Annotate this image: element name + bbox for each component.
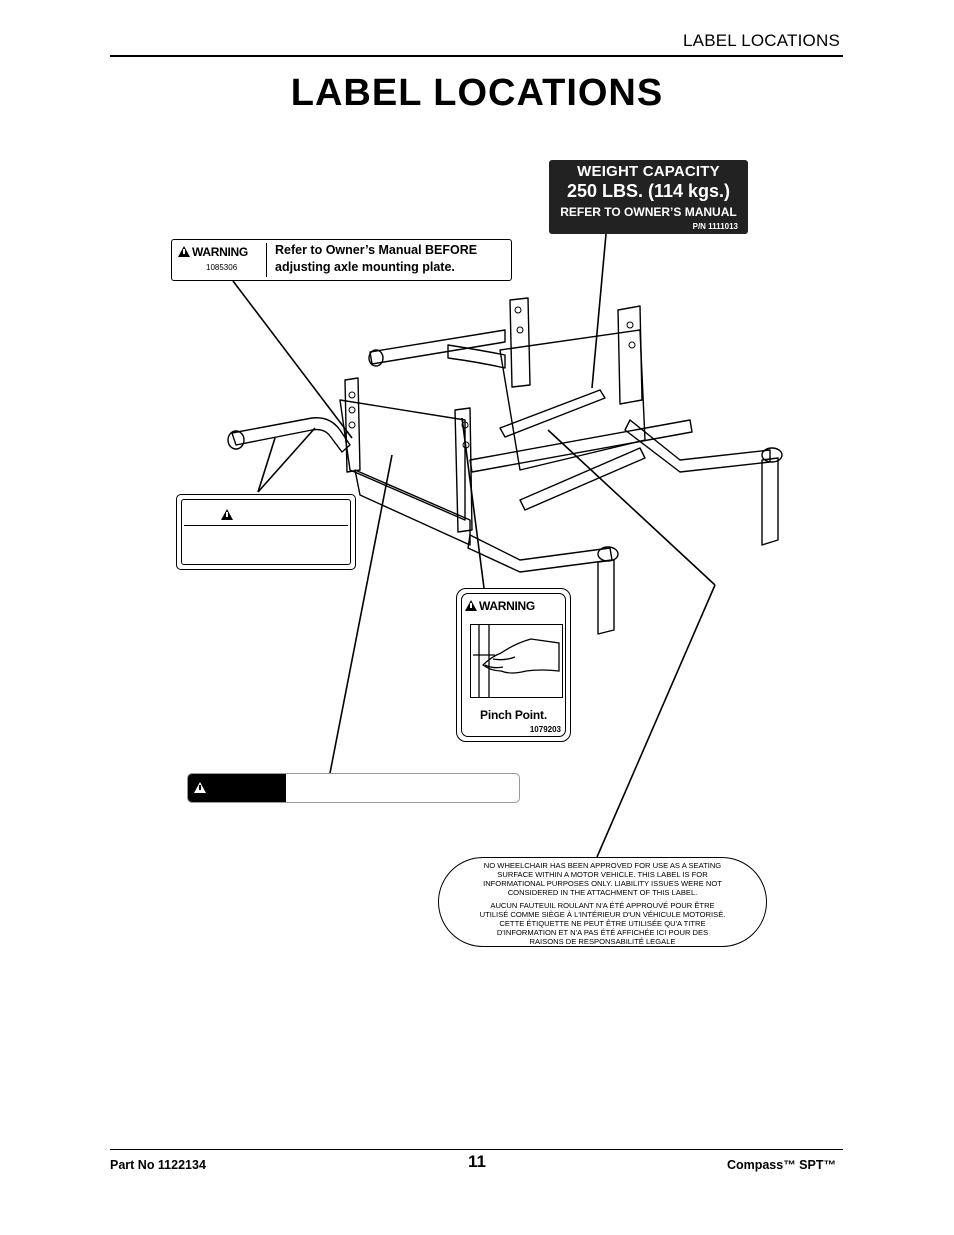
motor-vehicle-text-en: NO WHEELCHAIR HAS BEEN APPROVED FOR USE … bbox=[483, 861, 722, 897]
caster-top-front bbox=[597, 546, 619, 562]
frame-post-4 bbox=[617, 305, 643, 405]
leader-blank-1 bbox=[257, 437, 276, 493]
page-title: LABEL LOCATIONS bbox=[290, 72, 664, 114]
footer-part-number: Part No 1122134 bbox=[110, 1158, 206, 1172]
weight-capacity-label: WEIGHT CAPACITY 250 LBS. (114 kgs.) REFE… bbox=[549, 160, 748, 234]
header-rule bbox=[110, 55, 843, 57]
leader-weight bbox=[591, 233, 607, 389]
frame-back-rail bbox=[369, 329, 506, 365]
axle-warning-badge: WARNING bbox=[178, 245, 248, 259]
pinch-hand-icon bbox=[470, 624, 563, 698]
pinch-warning-badge: WARNING bbox=[465, 599, 535, 613]
pinch-point-caption: Pinch Point. bbox=[480, 708, 547, 722]
footer-product-name: Compass™ SPT™ bbox=[726, 1158, 836, 1172]
motor-vehicle-text-fr: AUCUN FAUTEUIL ROULANT N'A ÉTÉ APPROUVÉ … bbox=[479, 901, 726, 946]
frame-front-rail bbox=[231, 417, 351, 453]
leader-strip bbox=[329, 454, 393, 774]
footer-page-number: 11 bbox=[468, 1152, 486, 1171]
caster-fork-right bbox=[761, 457, 779, 546]
frame-post-3 bbox=[509, 297, 531, 388]
axle-warning-part-number: 1085306 bbox=[206, 263, 238, 272]
frame-bottom-tube bbox=[467, 534, 613, 573]
axle-warning-badge-box: WARNING 1085306 bbox=[176, 243, 267, 277]
mount-plate-holes bbox=[348, 306, 636, 449]
frame-crossbar-1 bbox=[469, 419, 693, 473]
axle-warning-badge-text: WARNING bbox=[192, 245, 248, 259]
leader-blank-2 bbox=[257, 427, 316, 493]
strip-warning-black-panel bbox=[188, 774, 286, 802]
strip-warning-label bbox=[187, 773, 520, 803]
axle-warning-label: WARNING 1085306 Refer to Owner’s Manual … bbox=[171, 239, 512, 281]
leader-oval-1 bbox=[596, 584, 716, 858]
frame-crossbar-3 bbox=[519, 447, 646, 511]
caster-fork-front bbox=[597, 559, 615, 635]
pinch-point-part-number: 1079203 bbox=[529, 725, 561, 734]
weight-capacity-part-number: P/N 1111013 bbox=[692, 222, 738, 231]
footer-rule bbox=[110, 1149, 843, 1150]
pinch-point-inner: WARNING Pinch Point. 1079203 bbox=[461, 593, 566, 737]
frame-crossbar-2 bbox=[499, 389, 606, 438]
hub-front-left bbox=[227, 430, 245, 450]
blank-warning-header-bar bbox=[184, 502, 348, 526]
leader-axle bbox=[232, 280, 353, 439]
motor-vehicle-label: NO WHEELCHAIR HAS BEEN APPROVED FOR USE … bbox=[438, 857, 767, 947]
weight-capacity-value: 250 LBS. (114 kgs.) bbox=[566, 181, 731, 201]
blank-warning-label bbox=[176, 494, 356, 570]
section-header: LABEL LOCATIONS bbox=[683, 31, 840, 50]
warning-triangle-icon bbox=[194, 782, 206, 793]
frame-right-side bbox=[499, 329, 646, 471]
warning-triangle-icon bbox=[465, 600, 477, 611]
pinch-warning-badge-text: WARNING bbox=[479, 599, 535, 613]
frame-post-2 bbox=[454, 407, 473, 533]
leader-oval-2 bbox=[547, 429, 716, 586]
axle-warning-message: Refer to Owner’s Manual BEFORE adjusting… bbox=[275, 242, 477, 276]
caster-top-right bbox=[761, 447, 783, 463]
warning-triangle-icon bbox=[178, 246, 190, 257]
leader-pinch bbox=[461, 417, 485, 589]
frame-post-1 bbox=[344, 377, 361, 473]
axle-warning-line-2: adjusting axle mounting plate. bbox=[275, 260, 455, 274]
warning-triangle-icon bbox=[221, 509, 233, 520]
frame-back-rail-2 bbox=[447, 344, 506, 369]
frame-left-side-lower bbox=[354, 469, 471, 546]
hub-rear-left bbox=[368, 349, 384, 367]
weight-capacity-manual-note: REFER TO OWNER’S MANUAL bbox=[560, 205, 737, 219]
pinch-point-label: WARNING Pinch Point. 1079203 bbox=[456, 588, 571, 742]
blank-warning-inner bbox=[181, 499, 351, 565]
axle-warning-line-1: Refer to Owner’s Manual BEFORE bbox=[275, 243, 478, 257]
weight-capacity-heading: WEIGHT CAPACITY bbox=[577, 163, 720, 180]
